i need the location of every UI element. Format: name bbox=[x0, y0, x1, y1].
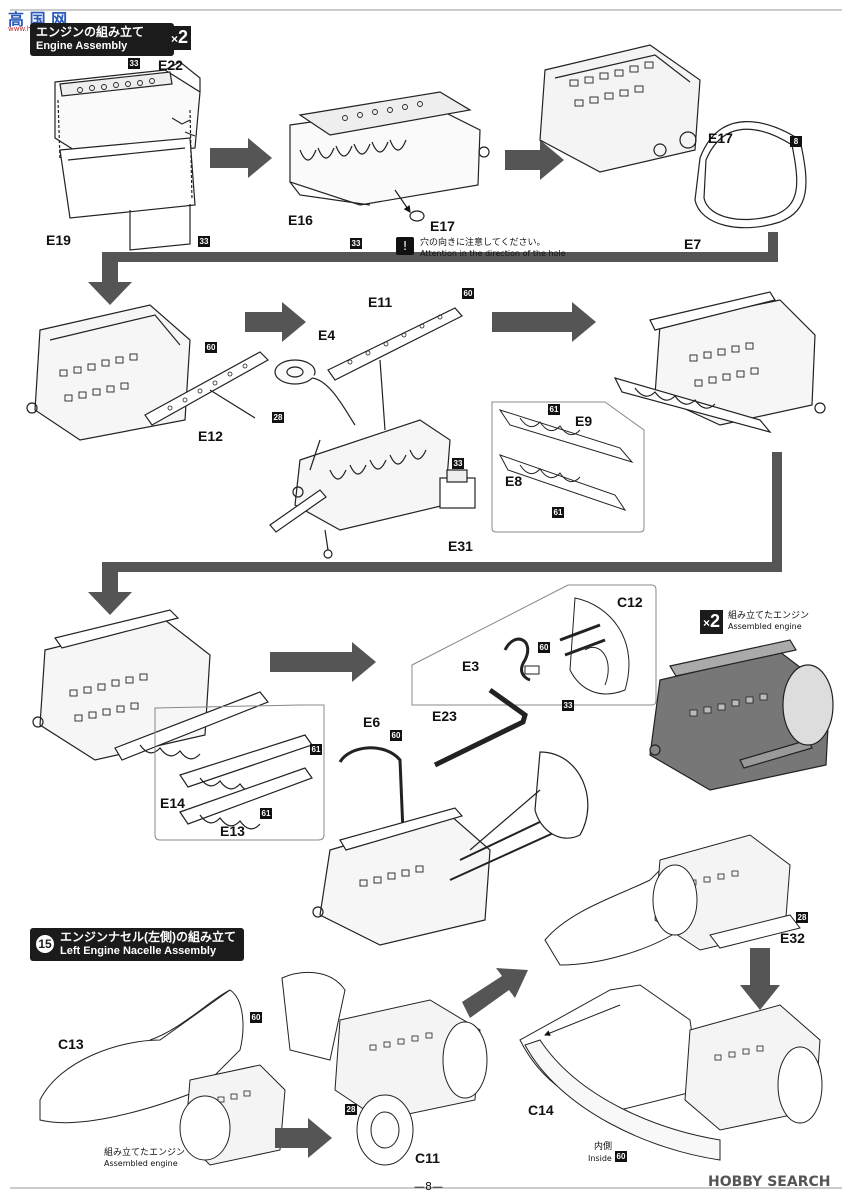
color-code-61: 61 bbox=[548, 404, 560, 415]
engine-e14-e13-drawing bbox=[32, 609, 325, 841]
assembled-engine-jp: 組み立てたエンジン bbox=[728, 611, 810, 621]
flow-arrow-7 bbox=[270, 642, 376, 682]
attention-icon: ! bbox=[396, 237, 414, 255]
nacelle-c14-drawing bbox=[519, 984, 823, 1161]
assembled-engine-en: Assembled engine bbox=[728, 622, 802, 631]
watermark-hobby-search: HOBBY SEARCH bbox=[708, 1174, 831, 1190]
color-code-61: 61 bbox=[552, 507, 564, 518]
engine-with-exhaust-drawing bbox=[539, 44, 807, 229]
engine-e4-e11-drawing bbox=[269, 307, 476, 559]
color-code-61: 61 bbox=[260, 808, 272, 819]
page-number: —8— bbox=[414, 1180, 443, 1193]
color-code-60: 60 bbox=[538, 642, 550, 653]
step-15-number: 15 bbox=[36, 935, 54, 953]
color-code-60: 60 bbox=[615, 1151, 627, 1162]
color-code-61: 61 bbox=[310, 744, 322, 755]
hole-note-en: Attention in the direction of the hole bbox=[420, 249, 566, 258]
multiplier-value: 2 bbox=[178, 27, 189, 47]
part-E14: E14 bbox=[160, 795, 185, 811]
flow-arrow-10 bbox=[740, 948, 780, 1010]
color-code-60: 60 bbox=[205, 342, 217, 353]
assembled-engine-multiplier: ×2 bbox=[700, 610, 724, 634]
part-C11: C11 bbox=[415, 1150, 440, 1166]
part-E17: E17 bbox=[708, 130, 733, 146]
part-E32: E32 bbox=[780, 930, 805, 946]
part-E16: E16 bbox=[288, 212, 313, 228]
step-14-header: エンジンの組み立て Engine Assembly bbox=[30, 23, 174, 56]
inside-label-jp: 内側 bbox=[594, 1142, 613, 1152]
flow-arrow-4 bbox=[245, 302, 306, 342]
engine-e6-frame-drawing bbox=[312, 746, 589, 946]
part-E31: E31 bbox=[448, 538, 473, 554]
part-E7: E7 bbox=[684, 236, 702, 252]
part-E8: E8 bbox=[505, 473, 523, 489]
step-14-title-en: Engine Assembly bbox=[36, 40, 128, 52]
flow-arrow-1 bbox=[210, 138, 272, 178]
flow-arrow-2 bbox=[505, 140, 564, 180]
part-E23: E23 bbox=[432, 708, 457, 724]
color-code-28: 28 bbox=[272, 412, 284, 423]
part-E19: E19 bbox=[46, 232, 71, 248]
page-number-value: 8 bbox=[425, 1180, 432, 1193]
multiplier-prefix: × bbox=[703, 616, 711, 630]
flow-arrow-5 bbox=[492, 302, 596, 342]
step-15-title-jp: エンジンナセル(左側)の組み立て bbox=[60, 930, 236, 944]
color-code-60: 60 bbox=[390, 730, 402, 741]
part-E13: E13 bbox=[220, 823, 245, 839]
part-E22: E22 bbox=[158, 57, 183, 73]
part-E11: E11 bbox=[368, 294, 393, 310]
multiplier-value: 2 bbox=[710, 611, 721, 631]
engine-label-en: Assembled engine bbox=[104, 1159, 178, 1168]
flow-arrow-9 bbox=[462, 968, 528, 1018]
engine-with-rails-drawing bbox=[613, 291, 826, 434]
multiplier-prefix: × bbox=[171, 32, 179, 46]
color-code-33: 33 bbox=[128, 58, 140, 69]
color-code-33: 33 bbox=[562, 700, 574, 711]
nacelle-c11-drawing bbox=[281, 971, 488, 1166]
hole-note-jp: 穴の向きに注意してください。 bbox=[420, 238, 546, 248]
part-E9: E9 bbox=[575, 413, 593, 429]
part-C13: C13 bbox=[58, 1036, 84, 1052]
color-code-60: 60 bbox=[250, 1012, 262, 1023]
color-code-8: 8 bbox=[790, 136, 802, 147]
color-code-28: 28 bbox=[345, 1104, 357, 1115]
color-code-33: 33 bbox=[350, 238, 362, 249]
nacelle-top-right-drawing bbox=[544, 834, 801, 966]
color-code-60: 60 bbox=[462, 288, 474, 299]
color-code-33: 33 bbox=[452, 458, 464, 469]
part-C12: C12 bbox=[617, 594, 643, 610]
part-C14: C14 bbox=[528, 1102, 554, 1118]
inside-label-en: Inside bbox=[588, 1154, 612, 1163]
engine-block-e16-drawing bbox=[289, 91, 490, 222]
engine-block-e22-drawing bbox=[54, 61, 201, 251]
inset-c12-drawing bbox=[411, 584, 657, 768]
assembled-engine-drawing bbox=[649, 639, 834, 791]
part-E3: E3 bbox=[462, 658, 480, 674]
part-E4: E4 bbox=[318, 327, 336, 343]
inset-e9-e8-drawing bbox=[491, 401, 645, 533]
color-code-28: 28 bbox=[796, 912, 808, 923]
nacelle-c13-drawing bbox=[39, 989, 286, 1166]
step-15-header: 15 エンジンナセル(左側)の組み立て Left Engine Nacelle … bbox=[30, 928, 244, 961]
part-E12: E12 bbox=[198, 428, 223, 444]
part-E17: E17 bbox=[430, 218, 455, 234]
flow-arrow-8 bbox=[275, 1118, 332, 1158]
step-14-multiplier: ×2 bbox=[168, 26, 192, 50]
step-15-title-en: Left Engine Nacelle Assembly bbox=[60, 945, 217, 957]
part-E6: E6 bbox=[363, 714, 381, 730]
step-14-title-jp: エンジンの組み立て bbox=[36, 25, 145, 39]
color-code-33: 33 bbox=[198, 236, 210, 247]
engine-label-jp: 組み立てたエンジン bbox=[104, 1148, 186, 1158]
engine-e12-drawing bbox=[26, 304, 269, 441]
